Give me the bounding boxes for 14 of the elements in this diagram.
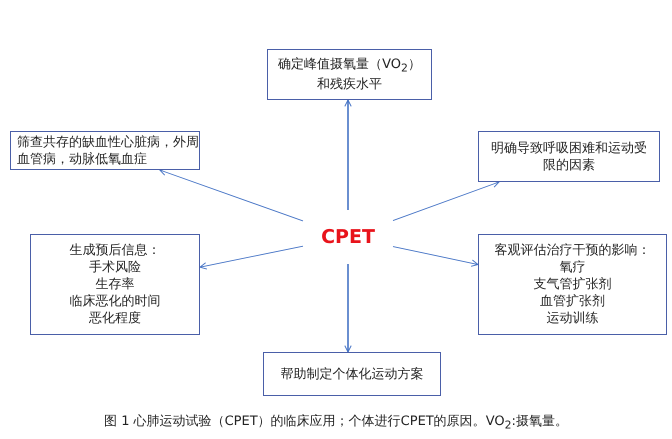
arrow [200,246,304,270]
text-box: 筛查共存的缺血性心脏病，外周血管病，动脉低氧血症 [10,131,200,170]
text-box: 帮助制定个体化运动方案 [263,352,441,396]
text-box: 生成预后信息： 手术风险 生存率 临床恶化的时间 恶化程度 [30,234,200,335]
caption: 图 1 心肺运动试验（CPET）的临床应用；个体进行CPET的原因。VO$_{2}$:摄氧量。 [103,413,569,432]
arrow [392,180,500,222]
arrow [344,264,352,352]
arrow [159,168,304,222]
arrow [392,246,478,267]
text-box: 确定峰值摄氧量（VO$_{2}$）和残疾水平 [267,49,432,100]
text-box: 客观评估治疗干预的影响： 氧疗 支气管扩张剂 血管扩张剂 运动训练 [478,234,667,335]
arrow [344,100,352,210]
text-box: 明确导致呼吸困难和运动受限的因素 [478,131,660,182]
center-label: CPET [303,210,393,264]
